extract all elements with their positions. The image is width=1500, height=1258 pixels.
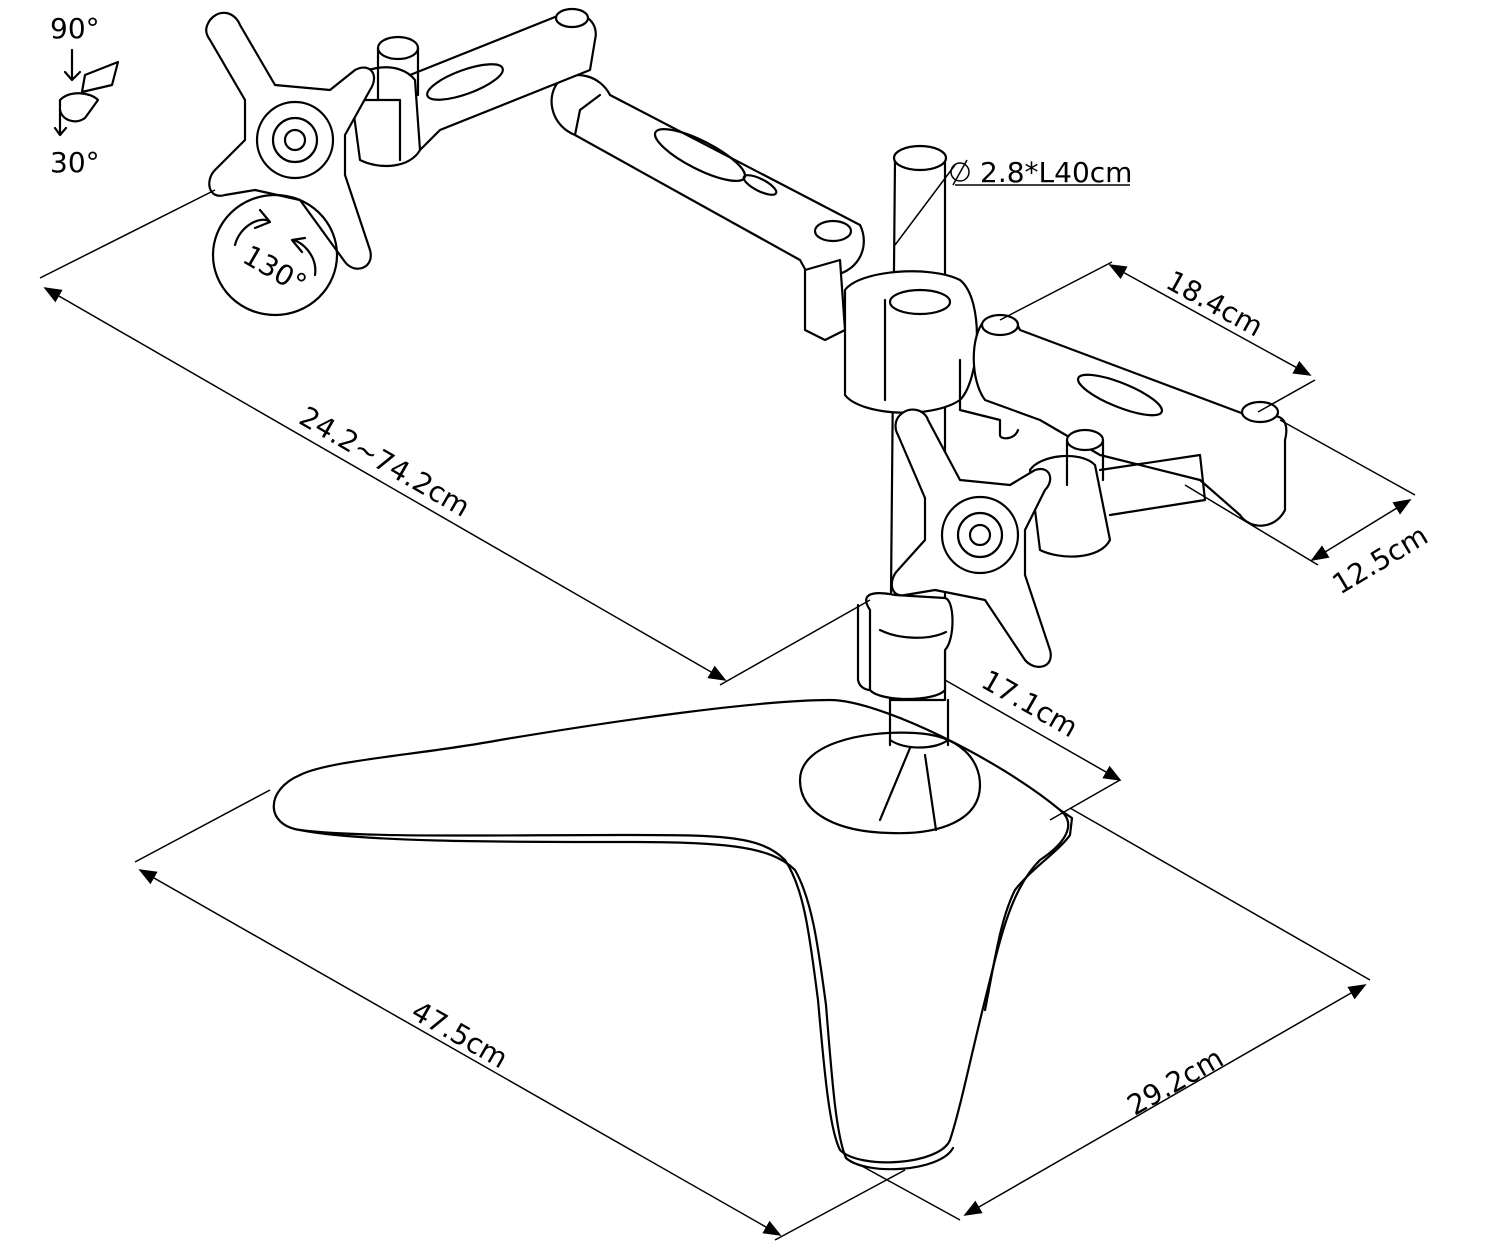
cable-clip (856, 592, 954, 701)
base-hub (798, 731, 982, 835)
rotation-label: 130° (237, 239, 312, 301)
left-arm (401, 7, 865, 280)
base-depth-label: 29.2cm (1122, 1041, 1229, 1122)
left-vesa-plate (205, 11, 376, 270)
arm-reach-label: 24.2~74.2cm (294, 400, 476, 524)
center-joint (803, 258, 978, 414)
tilt-up-label: 90° (50, 12, 100, 45)
base-width-label: 47.5cm (406, 994, 514, 1075)
rotation-indicator: 130° (211, 193, 339, 317)
tilt-down-label: 30° (50, 146, 100, 179)
arm-segment-label: 18.4cm (1161, 264, 1269, 344)
pole-spec-label: 2.8*L40cm (980, 156, 1132, 189)
arm-height-label: 12.5cm (1327, 519, 1434, 601)
dimension-lines (39, 159, 1416, 1241)
tilt-indicator: 90° 30° (50, 12, 120, 179)
right-arm (958, 313, 1288, 527)
pole-offset-label: 17.1cm (976, 663, 1084, 744)
right-vesa-plate (890, 408, 1052, 668)
